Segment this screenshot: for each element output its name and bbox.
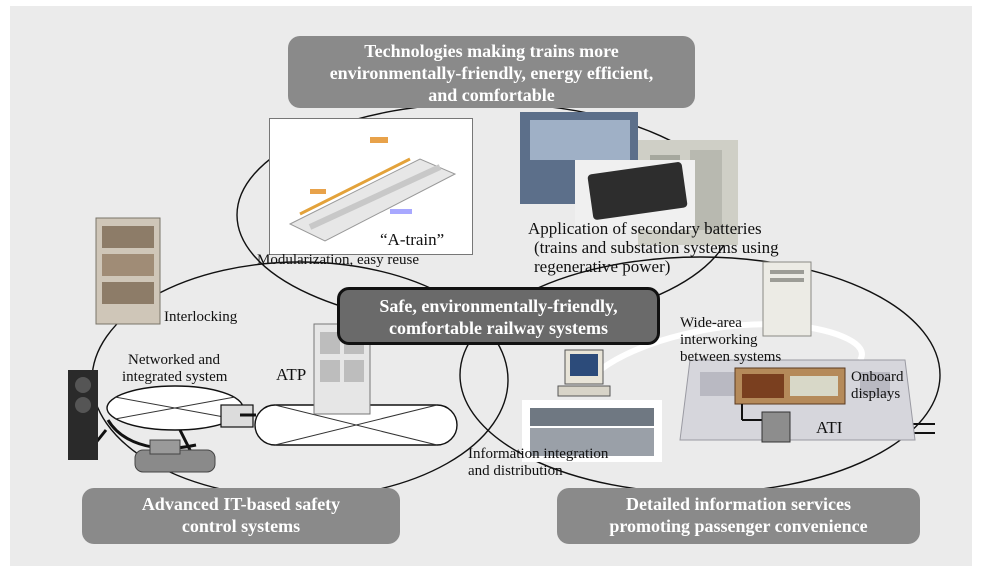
information-integration-label: Information integration and distribution xyxy=(468,446,608,480)
information-line-1: Information integration xyxy=(468,446,609,462)
top-banner-line-3: and comfortable xyxy=(428,85,555,105)
ati-device xyxy=(761,411,791,443)
signal-equipment xyxy=(68,370,216,473)
networked-label: Networked and integrated system xyxy=(122,352,227,386)
bottom-right-banner-line-1: Detailed information services xyxy=(626,494,851,514)
top-banner: Technologies making trains more environm… xyxy=(288,36,695,108)
bottom-right-banner-line-2: promoting passenger convenience xyxy=(609,516,868,536)
networked-line-1: Networked and xyxy=(128,352,221,368)
center-banner-line-1: Safe, environmentally-friendly, xyxy=(379,296,618,316)
bottom-left-banner-line-1: Advanced IT-based safety xyxy=(141,494,341,514)
top-banner-line-2: environmentally-friendly, energy efficie… xyxy=(329,63,654,83)
bottom-right-banner: Detailed information services promoting … xyxy=(557,488,920,544)
atp-label: ATP xyxy=(276,365,307,384)
wide-area-line-3: between systems xyxy=(680,349,782,365)
information-line-2: and distribution xyxy=(468,463,563,479)
wide-area-label: Wide-area interworking between systems xyxy=(680,315,781,366)
interlocking-label: Interlocking xyxy=(164,309,238,325)
control-console xyxy=(522,400,662,462)
secondary-batteries-line-3: regenerative power) xyxy=(534,257,671,276)
a-train-caption: “A-train” xyxy=(380,230,445,249)
wide-area-line-1: Wide-area xyxy=(680,315,742,331)
onboard-line-1: Onboard xyxy=(851,369,904,385)
secondary-batteries-label: Application of secondary batteries (trai… xyxy=(528,219,779,276)
secondary-battery-photos xyxy=(520,112,738,245)
onboard-line-2: displays xyxy=(851,386,901,402)
a-train-drawing xyxy=(288,137,457,242)
pc-terminal xyxy=(557,349,611,397)
center-banner-line-2: comfortable railway systems xyxy=(389,318,608,338)
secondary-batteries-line-2: (trains and substation systems using xyxy=(534,238,779,257)
interlocking-cabinet xyxy=(95,217,161,325)
bottom-left-banner: Advanced IT-based safety control systems xyxy=(82,488,400,544)
center-banner: Safe, environmentally-friendly, comforta… xyxy=(337,287,660,345)
top-banner-line-1: Technologies making trains more xyxy=(364,41,619,61)
server-tower xyxy=(762,261,812,337)
onboard-displays-label: Onboard displays xyxy=(851,369,904,403)
ati-label: ATI xyxy=(816,418,843,437)
bottom-left-banner-line-2: control systems xyxy=(181,516,301,536)
modularization-label: Modularization, easy reuse xyxy=(257,252,420,268)
networked-line-2: integrated system xyxy=(122,369,228,385)
wide-area-line-2: interworking xyxy=(680,332,758,348)
a-train-image: “A-train” xyxy=(269,118,473,255)
secondary-batteries-line-1: Application of secondary batteries xyxy=(528,219,762,238)
